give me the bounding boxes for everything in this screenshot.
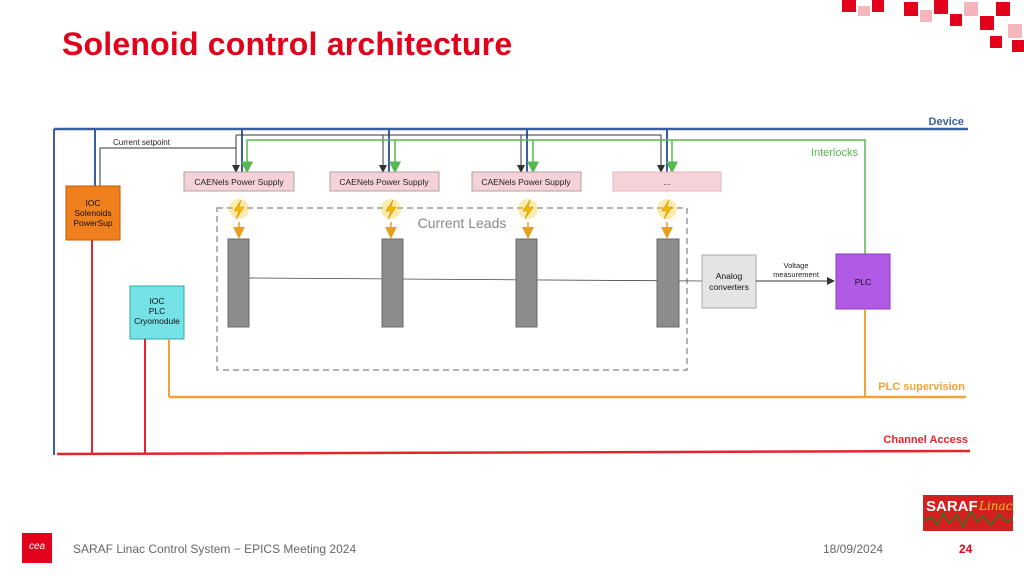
power-supply-2: CAENels Power Supply xyxy=(329,171,440,192)
svg-text:Solenoids: Solenoids xyxy=(74,208,111,218)
power-supply-4: ... xyxy=(612,171,722,192)
slide-title: Solenoid control architecture xyxy=(62,26,513,62)
svg-text:converters: converters xyxy=(709,282,749,292)
svg-text:PLC: PLC xyxy=(149,306,166,316)
cea-logo: cea xyxy=(22,533,52,563)
svg-text:Analog: Analog xyxy=(716,271,743,281)
setpoint-line-4 xyxy=(521,134,665,173)
lightning-icon xyxy=(657,199,677,220)
svg-text:IOC: IOC xyxy=(85,198,100,208)
lightning-icon xyxy=(518,199,538,220)
voltage-measurement-label: Voltage xyxy=(783,261,808,270)
footer-date: 18/09/2024 xyxy=(823,542,884,556)
power-supply-1: CAENels Power Supply xyxy=(183,171,295,192)
plc-supervision-label: PLC supervision xyxy=(878,381,965,393)
plc-box: PLC xyxy=(835,253,891,310)
svg-text:...: ... xyxy=(663,177,670,187)
page-number: 24 xyxy=(959,542,973,556)
current-leads-frame xyxy=(216,207,688,371)
interlocks-line xyxy=(241,139,866,254)
waveform-graphic xyxy=(923,509,1013,529)
current-lead-4 xyxy=(656,238,680,328)
svg-text:PLC: PLC xyxy=(855,277,872,287)
lightning-icon xyxy=(381,199,401,220)
channel-access-label: Channel Access xyxy=(883,434,968,446)
svg-text:CAENels Power Supply: CAENels Power Supply xyxy=(339,177,429,187)
svg-text:Cryomodule: Cryomodule xyxy=(134,316,180,326)
current-lead-3 xyxy=(515,238,538,328)
svg-text:PowerSup: PowerSup xyxy=(73,218,112,228)
current-lead-2 xyxy=(381,238,404,328)
setpoint-line-1 xyxy=(100,147,240,173)
decorative-cube-pattern xyxy=(842,0,1024,52)
current-leads-label: Current Leads xyxy=(418,215,507,231)
svg-text:CAENels Power Supply: CAENels Power Supply xyxy=(194,177,284,187)
interlocks-label: Interlocks xyxy=(811,147,859,159)
current-setpoint-label: Current setpoint xyxy=(113,138,171,147)
current-lead-1 xyxy=(227,238,250,328)
device-bus-label: Device xyxy=(929,116,964,128)
svg-text:CAENels Power Supply: CAENels Power Supply xyxy=(481,177,571,187)
svg-text:IOC: IOC xyxy=(149,296,164,306)
ioc-solenoids-box: IOC Solenoids PowerSup xyxy=(65,185,121,241)
lead-measurement-wire xyxy=(248,277,703,282)
footer-title: SARAF Linac Control System − EPICS Meeti… xyxy=(73,542,357,556)
channel-access-bus xyxy=(56,449,971,456)
ioc-plc-cryomodule-box: IOC PLC Cryomodule xyxy=(129,285,185,340)
power-supply-3: CAENels Power Supply xyxy=(471,171,582,192)
saraf-logo: SARAF Linac xyxy=(923,495,1013,531)
lightning-icon xyxy=(229,199,249,220)
svg-text:measurement: measurement xyxy=(773,270,820,279)
analog-converters-box: Analog converters xyxy=(701,254,757,309)
